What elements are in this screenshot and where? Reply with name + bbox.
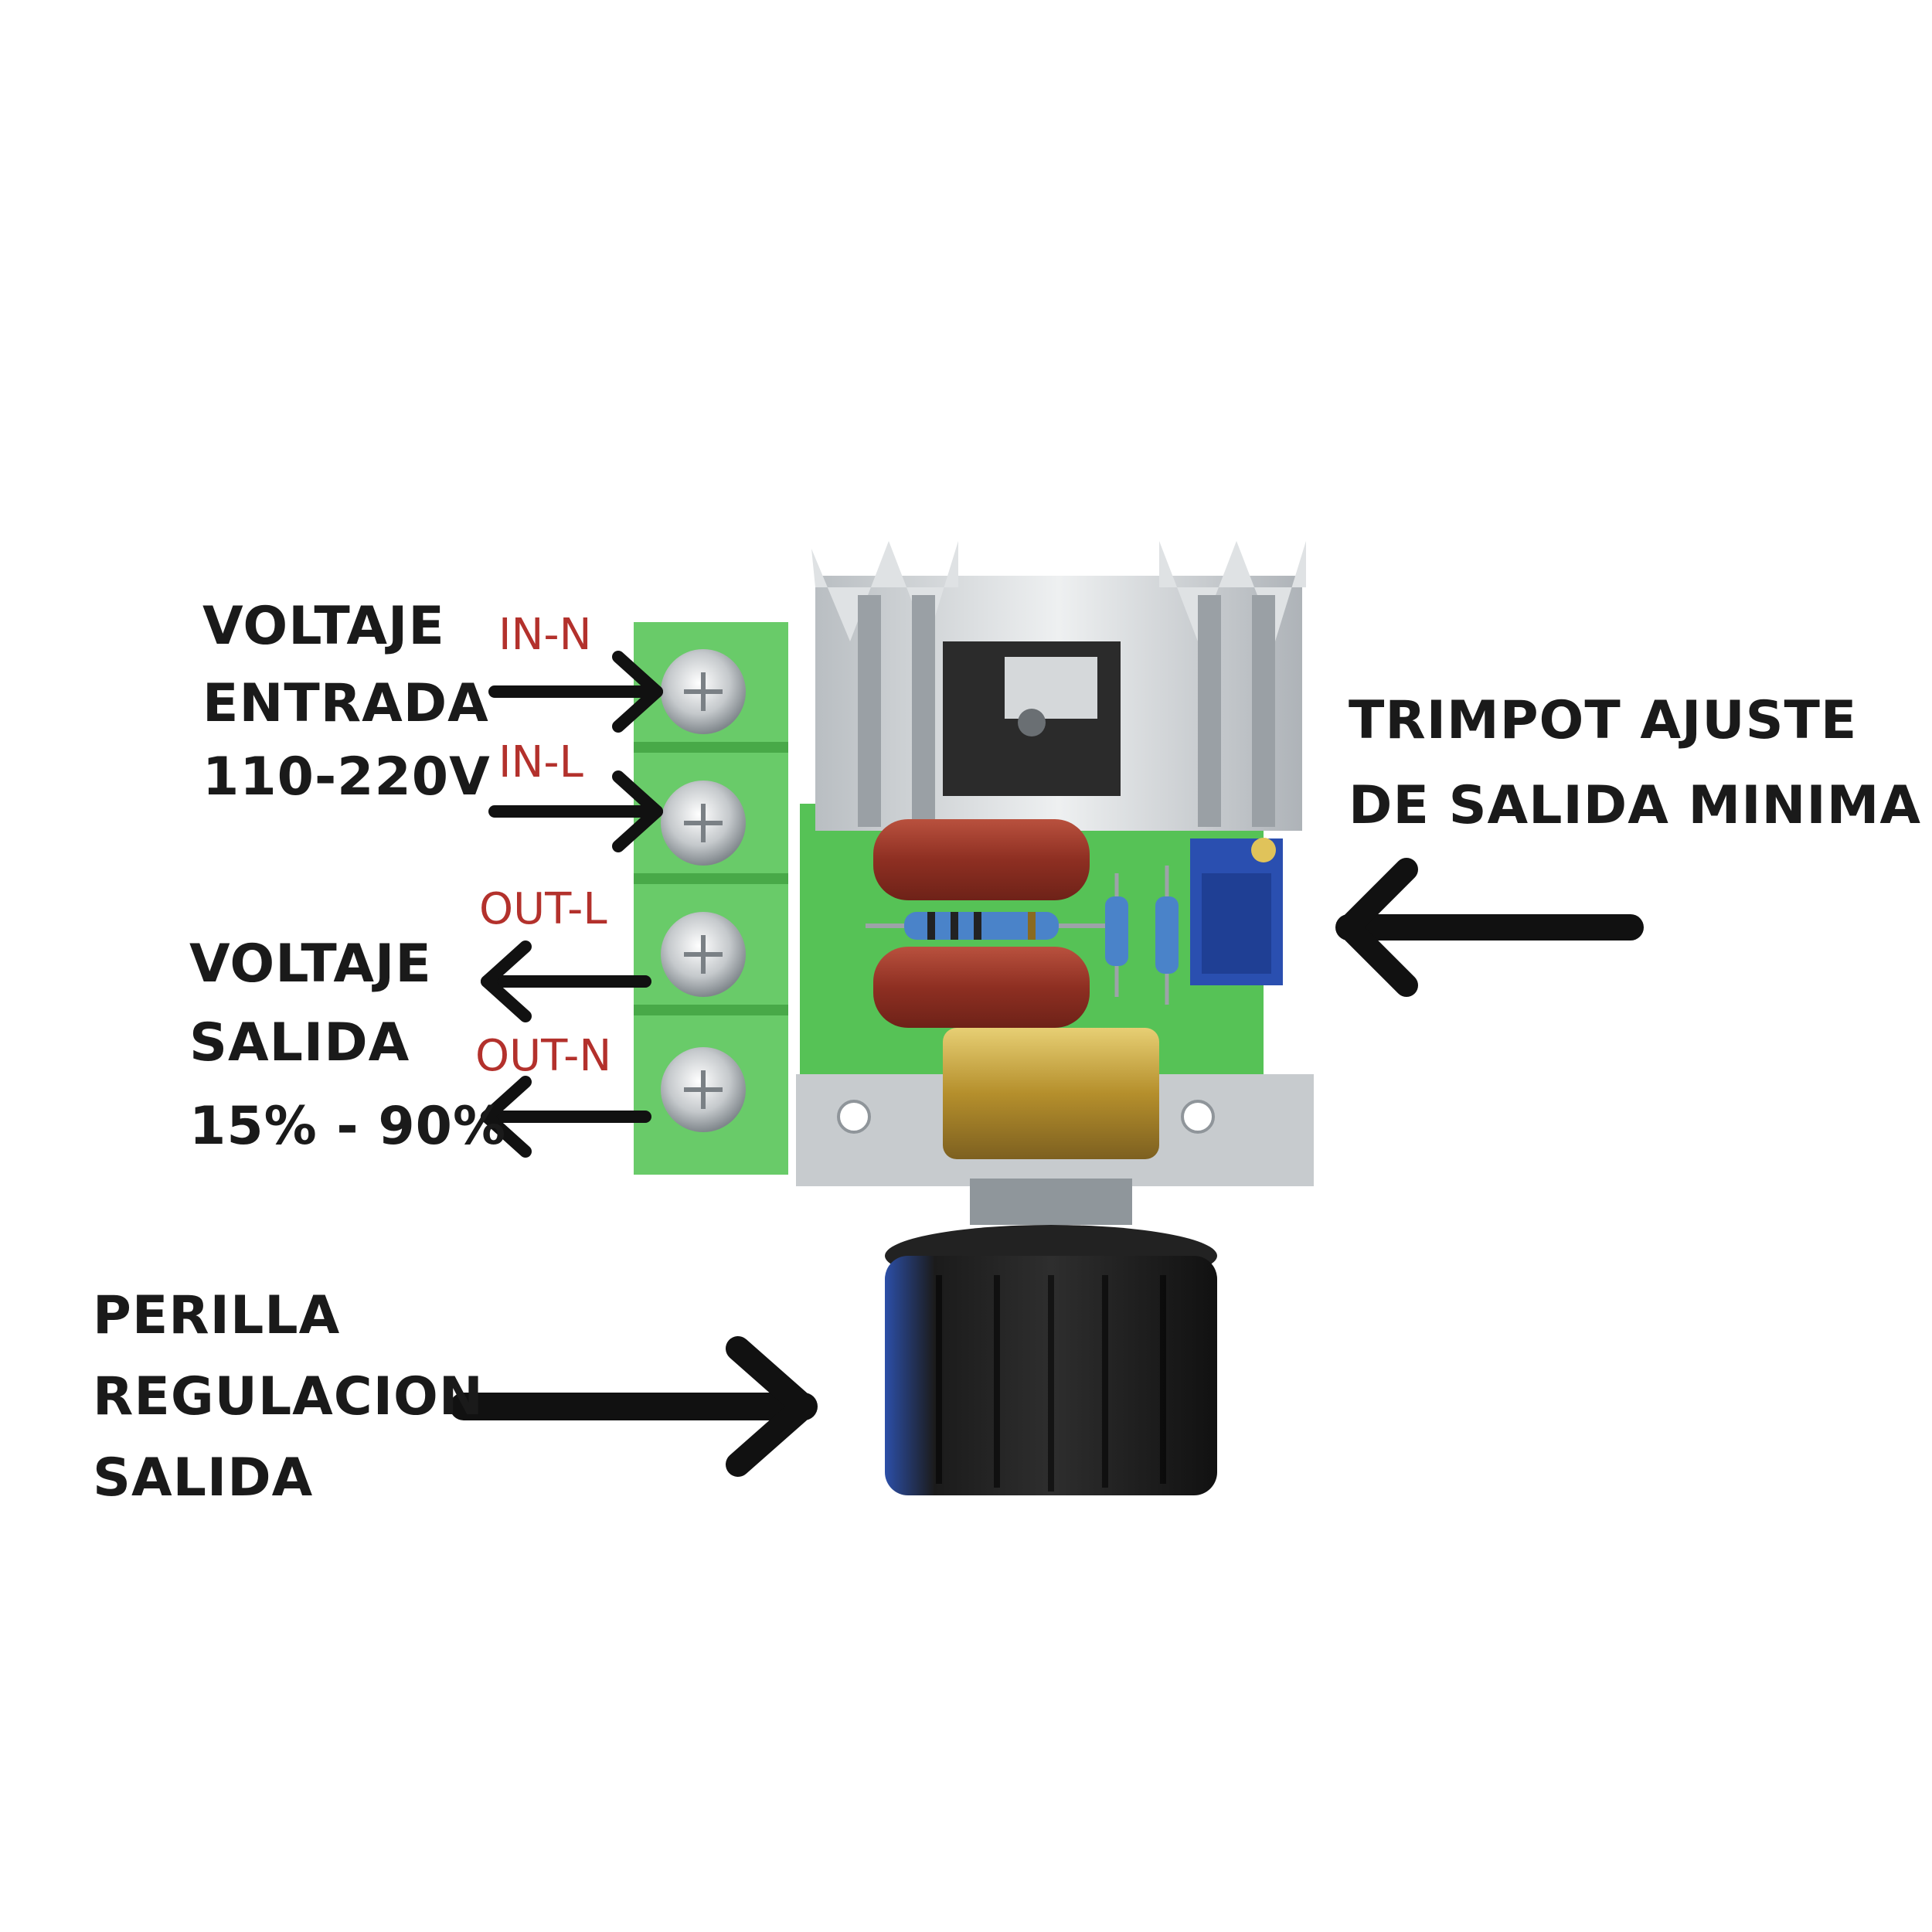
potentiometer-body	[943, 1028, 1159, 1159]
label-input-line-3: 110-220V	[202, 747, 491, 808]
label-knob-line-3: SALIDA	[93, 1447, 313, 1509]
label-output-line-3: 15% - 90%	[189, 1096, 506, 1157]
label-knob-line-1: PERILLA	[93, 1285, 340, 1346]
label-knob-line-2: REGULACION	[93, 1366, 484, 1427]
label-input-line-2: ENTRADA	[202, 673, 489, 734]
arrow-out-n	[481, 1076, 651, 1158]
arrow-in-l	[488, 770, 663, 852]
knob	[885, 1225, 1217, 1495]
terminal-label-in-n: IN-N	[498, 610, 592, 660]
resistor-vertical-1	[1105, 873, 1128, 997]
label-output-voltage: VOLTAJE SALIDA 15% - 90%	[189, 934, 506, 1157]
resistor-horizontal	[866, 912, 1113, 940]
terminal-label-out-l: OUT-L	[479, 884, 607, 934]
label-output-line-1: VOLTAJE	[189, 934, 432, 995]
resistor-vertical-2	[1155, 866, 1179, 1005]
capacitor-bottom	[873, 947, 1090, 1028]
terminal-label-in-l: IN-L	[498, 737, 583, 787]
heatsink	[811, 541, 1306, 831]
arrow-knob	[450, 1336, 818, 1477]
label-trimpot: TRIMPOT AJUSTE DE SALIDA MINIMA	[1349, 690, 1921, 836]
label-input-line-1: VOLTAJE	[202, 596, 445, 657]
terminal-block	[634, 622, 788, 1175]
module-illustration	[634, 541, 1314, 1495]
trimpot	[1190, 838, 1283, 985]
label-trimpot-line-2: DE SALIDA MINIMA	[1349, 775, 1921, 836]
arrow-in-n	[488, 651, 663, 733]
label-knob: PERILLA REGULACION SALIDA	[93, 1285, 484, 1509]
knob-shaft	[970, 1179, 1132, 1225]
arrow-out-l	[481, 940, 651, 1022]
label-input-voltage: VOLTAJE ENTRADA 110-220V	[202, 596, 491, 808]
label-output-line-2: SALIDA	[189, 1012, 410, 1073]
label-trimpot-line-1: TRIMPOT AJUSTE	[1349, 690, 1857, 751]
arrow-trimpot	[1335, 858, 1644, 997]
terminal-labels: IN-N IN-L OUT-L OUT-N	[475, 610, 611, 1081]
terminal-label-out-n: OUT-N	[475, 1031, 611, 1081]
capacitor-top	[873, 819, 1090, 900]
